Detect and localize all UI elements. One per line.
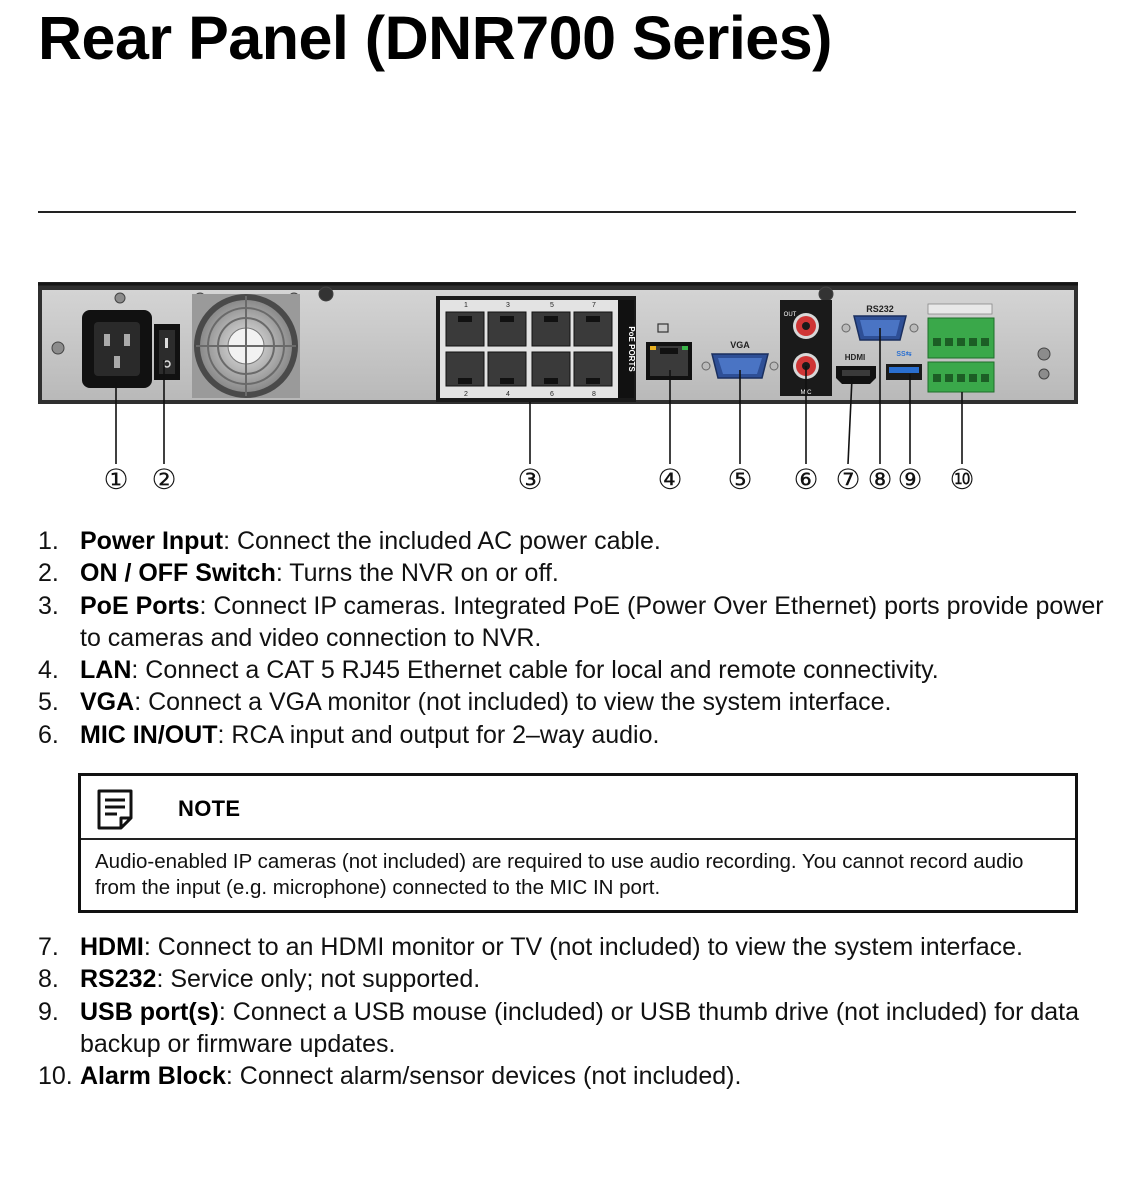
poe-port-number: 7 bbox=[592, 302, 596, 309]
list-item-description: : Connect to an HDMI monitor or TV (not … bbox=[143, 933, 1023, 961]
list-item: 6. MIC IN/OUT: RCA input and output for 2… bbox=[38, 719, 1120, 751]
hdmi-port: HDMI bbox=[836, 353, 876, 384]
list-item-number: 8. bbox=[38, 965, 59, 994]
rear-panel-figure: PoE PORTS 1 3 5 7 2 4 6 8 bbox=[38, 282, 1078, 496]
list-item: 3. PoE Ports: Connect IP cameras. Integra… bbox=[38, 590, 1120, 655]
list-item-description: : Turns the NVR on or off. bbox=[275, 559, 559, 588]
poe-ports-label: PoE PORTS bbox=[627, 326, 636, 372]
callout-6: ⑥ bbox=[793, 463, 818, 496]
list-item: 1. Power Input: Connect the included AC p… bbox=[38, 525, 1120, 557]
list-item-number: 9. bbox=[38, 997, 59, 1026]
list-item-term: MIC IN/OUT bbox=[80, 720, 218, 749]
note-label: NOTE bbox=[178, 796, 241, 821]
vga-label: VGA bbox=[730, 340, 750, 350]
note-header: NOTE bbox=[81, 776, 1075, 840]
list-item-description: : Connect the included AC power cable. bbox=[223, 527, 661, 555]
alarm-terminal-block bbox=[927, 303, 995, 393]
poe-ports-block: PoE PORTS 1 3 5 7 2 4 6 8 bbox=[436, 296, 636, 402]
list-item-term: PoE Ports bbox=[80, 591, 200, 620]
poe-port-number: 5 bbox=[550, 302, 554, 309]
callout-7: ⑦ bbox=[835, 463, 860, 496]
note-document-icon bbox=[97, 789, 133, 830]
callout-8: ⑧ bbox=[867, 463, 892, 496]
port-description-list: 1. Power Input: Connect the included AC p… bbox=[38, 525, 1120, 751]
list-item-number: 10. bbox=[38, 1062, 73, 1091]
list-item-term: RS232 bbox=[80, 965, 157, 994]
list-item-description: : Connect alarm/sensor devices (not incl… bbox=[225, 1062, 742, 1091]
list-item: 9. USB port(s): Connect a USB mouse (incl… bbox=[38, 996, 1120, 1061]
list-item-description: : Connect a VGA monitor (not included) t… bbox=[134, 688, 892, 717]
list-item-description: : Connect a USB mouse (included) or USB … bbox=[80, 997, 1080, 1058]
list-item-description: : RCA input and output for 2–way audio. bbox=[217, 720, 660, 749]
poe-port-number: 3 bbox=[506, 302, 510, 309]
callout-1: ① bbox=[103, 463, 128, 496]
poe-port-number: 6 bbox=[550, 391, 554, 398]
list-item-term: LAN bbox=[80, 656, 132, 685]
list-item-term: Alarm Block bbox=[80, 1062, 226, 1091]
list-item: 10.Alarm Block: Connect alarm/sensor dev… bbox=[38, 1060, 1120, 1092]
poe-port-number: 1 bbox=[464, 302, 468, 309]
callout-3: ③ bbox=[517, 463, 542, 496]
list-item: 7. HDMI: Connect to an HDMI monitor or TV… bbox=[38, 931, 1120, 963]
callout-9: ⑨ bbox=[897, 463, 922, 496]
power-inlet bbox=[82, 310, 152, 388]
callout-5: ⑤ bbox=[727, 463, 752, 496]
usb-port: SS⇆ bbox=[886, 350, 922, 380]
list-item-term: HDMI bbox=[80, 933, 144, 961]
note-box: NOTE Audio-enabled IP cameras (not inclu… bbox=[78, 773, 1078, 913]
list-item-term: VGA bbox=[80, 688, 135, 717]
callout-leader-lines bbox=[115, 328, 963, 465]
list-item-number: 4. bbox=[38, 656, 59, 685]
poe-port-number: 2 bbox=[464, 391, 468, 398]
list-item-number: 6. bbox=[38, 720, 59, 749]
list-item-number: 2. bbox=[38, 559, 59, 588]
power-switch bbox=[154, 324, 180, 380]
list-item-description: : Service only; not supported. bbox=[156, 965, 481, 994]
list-item: 4. LAN: Connect a CAT 5 RJ45 Ethernet cab… bbox=[38, 654, 1120, 686]
poe-port-number: 4 bbox=[506, 391, 510, 398]
note-body: Audio-enabled IP cameras (not included) … bbox=[95, 850, 1024, 899]
lan-port bbox=[646, 323, 692, 380]
poe-port-number: 8 bbox=[592, 391, 596, 398]
fan-icon bbox=[192, 294, 300, 398]
port-description-list-continued: 7. HDMI: Connect to an HDMI monitor or TV… bbox=[38, 931, 1120, 1092]
vga-port: VGA bbox=[701, 340, 779, 379]
list-item-description: : Connect IP cameras. Integrated PoE (Po… bbox=[80, 591, 1104, 652]
list-item-description: : Connect a CAT 5 RJ45 Ethernet cable fo… bbox=[131, 656, 939, 685]
list-item: 2. ON / OFF Switch: Turns the NVR on or o… bbox=[38, 557, 1120, 589]
list-item-term: ON / OFF Switch bbox=[80, 559, 276, 588]
list-item-number: 3. bbox=[38, 591, 59, 620]
usb-label: SS⇆ bbox=[896, 350, 911, 358]
title-divider bbox=[38, 211, 1076, 213]
hdmi-label: HDMI bbox=[845, 353, 865, 362]
list-item-term: Power Input bbox=[80, 527, 224, 555]
callout-2: ② bbox=[151, 463, 176, 496]
callout-10: ⑩ bbox=[949, 463, 974, 496]
out-label: OUT bbox=[784, 312, 797, 318]
page-title: Rear Panel (DNR700 Series) bbox=[38, 4, 832, 72]
list-item: 8. RS232: Service only; not supported. bbox=[38, 963, 1120, 995]
list-item: 5. VGA: Connect a VGA monitor (not includ… bbox=[38, 686, 1120, 718]
list-item-number: 7. bbox=[38, 933, 59, 961]
callout-4: ④ bbox=[657, 463, 682, 496]
list-item-number: 1. bbox=[38, 527, 59, 555]
list-item-number: 5. bbox=[38, 688, 59, 717]
rs232-label: RS232 bbox=[866, 304, 894, 314]
list-item-term: USB port(s) bbox=[80, 997, 219, 1026]
